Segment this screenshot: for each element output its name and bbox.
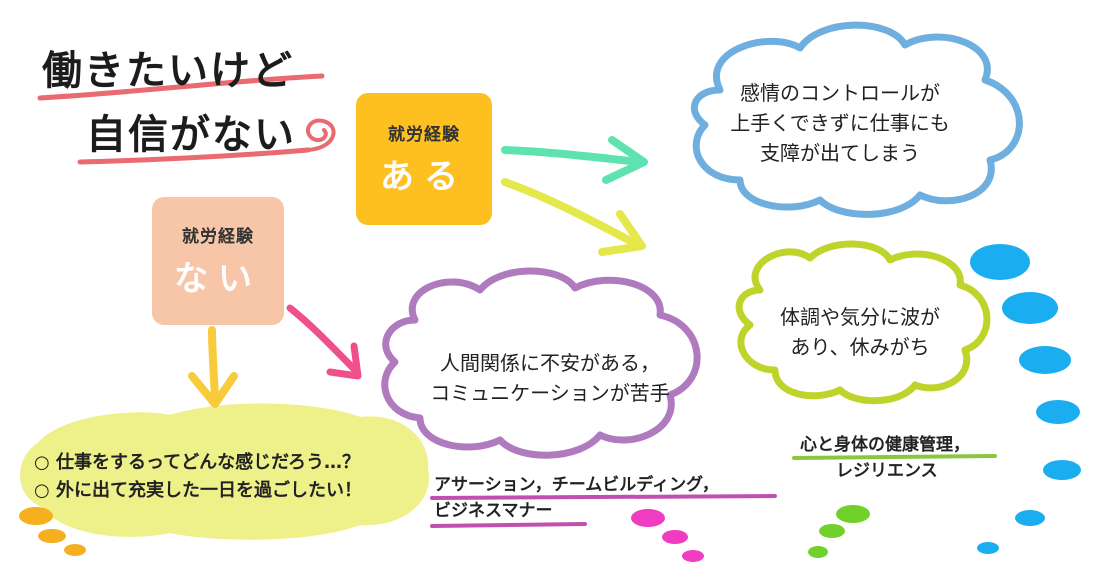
pink-dots <box>631 509 704 562</box>
arrow-to-relationship <box>286 304 362 380</box>
cloud-emotion-text: 感情のコントロールが 上手くできずに仕事にも 支障が出てしまう <box>705 78 975 168</box>
label-relationship: アサーション，チームビルディング， ビジネスマナー <box>432 472 721 524</box>
title-line-2: 自信がない <box>86 112 296 158</box>
label-health-line: 心と身体の健康管理， <box>800 435 970 455</box>
box-no-experience: 就労経験 ない <box>152 197 284 325</box>
orange-dots <box>19 507 86 556</box>
blue-dots <box>970 244 1081 554</box>
cloud-relationship-text: 人間関係に不安がある， コミュニケーションが苦手 <box>405 348 695 408</box>
box-no-experience-label: 就労経験 <box>182 227 254 247</box>
arrow-to-emotion <box>501 136 648 184</box>
green-dots <box>808 505 870 558</box>
cloud-no-exp-shape <box>20 403 429 540</box>
title-underline-2 <box>77 147 311 165</box>
cloud-relationship-shape <box>381 267 701 459</box>
title-underline-1 <box>37 73 325 101</box>
box-no-experience-value: ない <box>174 259 262 299</box>
label-relationship-line: ビジネスマナー <box>434 501 553 521</box>
box-with-experience-label: 就労経験 <box>388 125 460 145</box>
arrow-to-no-exp <box>188 326 238 408</box>
relationship-label-underline-2 <box>430 522 587 528</box>
cloud-emotion-line: 上手くできずに仕事にも <box>730 111 950 135</box>
title-line-1: 働きたいけど <box>42 48 294 94</box>
health-label-underline <box>792 454 997 460</box>
cloud-health-line: あり、休みがち <box>790 335 930 359</box>
arrow-to-health <box>501 178 646 256</box>
cloud-relationship-line: コミュニケーションが苦手 <box>430 381 670 405</box>
label-relationship-line: アサーション，チームビルディング， <box>434 475 719 495</box>
box-with-experience-value: ある <box>380 157 468 197</box>
cloud-emotion-line: 支障が出てしまう <box>760 141 920 165</box>
cloud-no-exp-item: ○ 外に出て充実した一日を過ごしたい！ <box>34 480 362 501</box>
cloud-health-line: 体調や気分に波が <box>780 305 940 329</box>
label-health-line: レジリエンス <box>836 461 938 481</box>
box-with-experience: 就労経験 ある <box>356 93 492 225</box>
cloud-health-shape <box>735 240 991 405</box>
cloud-no-exp-list: ○ 仕事をするってどんな感じだろう…？ ○ 外に出て充実した一日を過ごしたい！ <box>34 449 362 505</box>
cloud-health-text: 体調や気分に波が あり、休みがち <box>760 302 960 362</box>
cloud-emotion-line: 感情のコントロールが <box>740 81 940 105</box>
label-health: 心と身体の健康管理， レジリエンス <box>798 432 972 484</box>
cloud-emotion-shape <box>690 21 1023 218</box>
cloud-no-exp-item: ○ 仕事をするってどんな感じだろう…？ <box>34 452 360 473</box>
cloud-relationship-line: 人間関係に不安がある， <box>440 351 660 375</box>
swirl-decoration <box>306 118 336 152</box>
relationship-label-underline-1 <box>430 494 777 500</box>
